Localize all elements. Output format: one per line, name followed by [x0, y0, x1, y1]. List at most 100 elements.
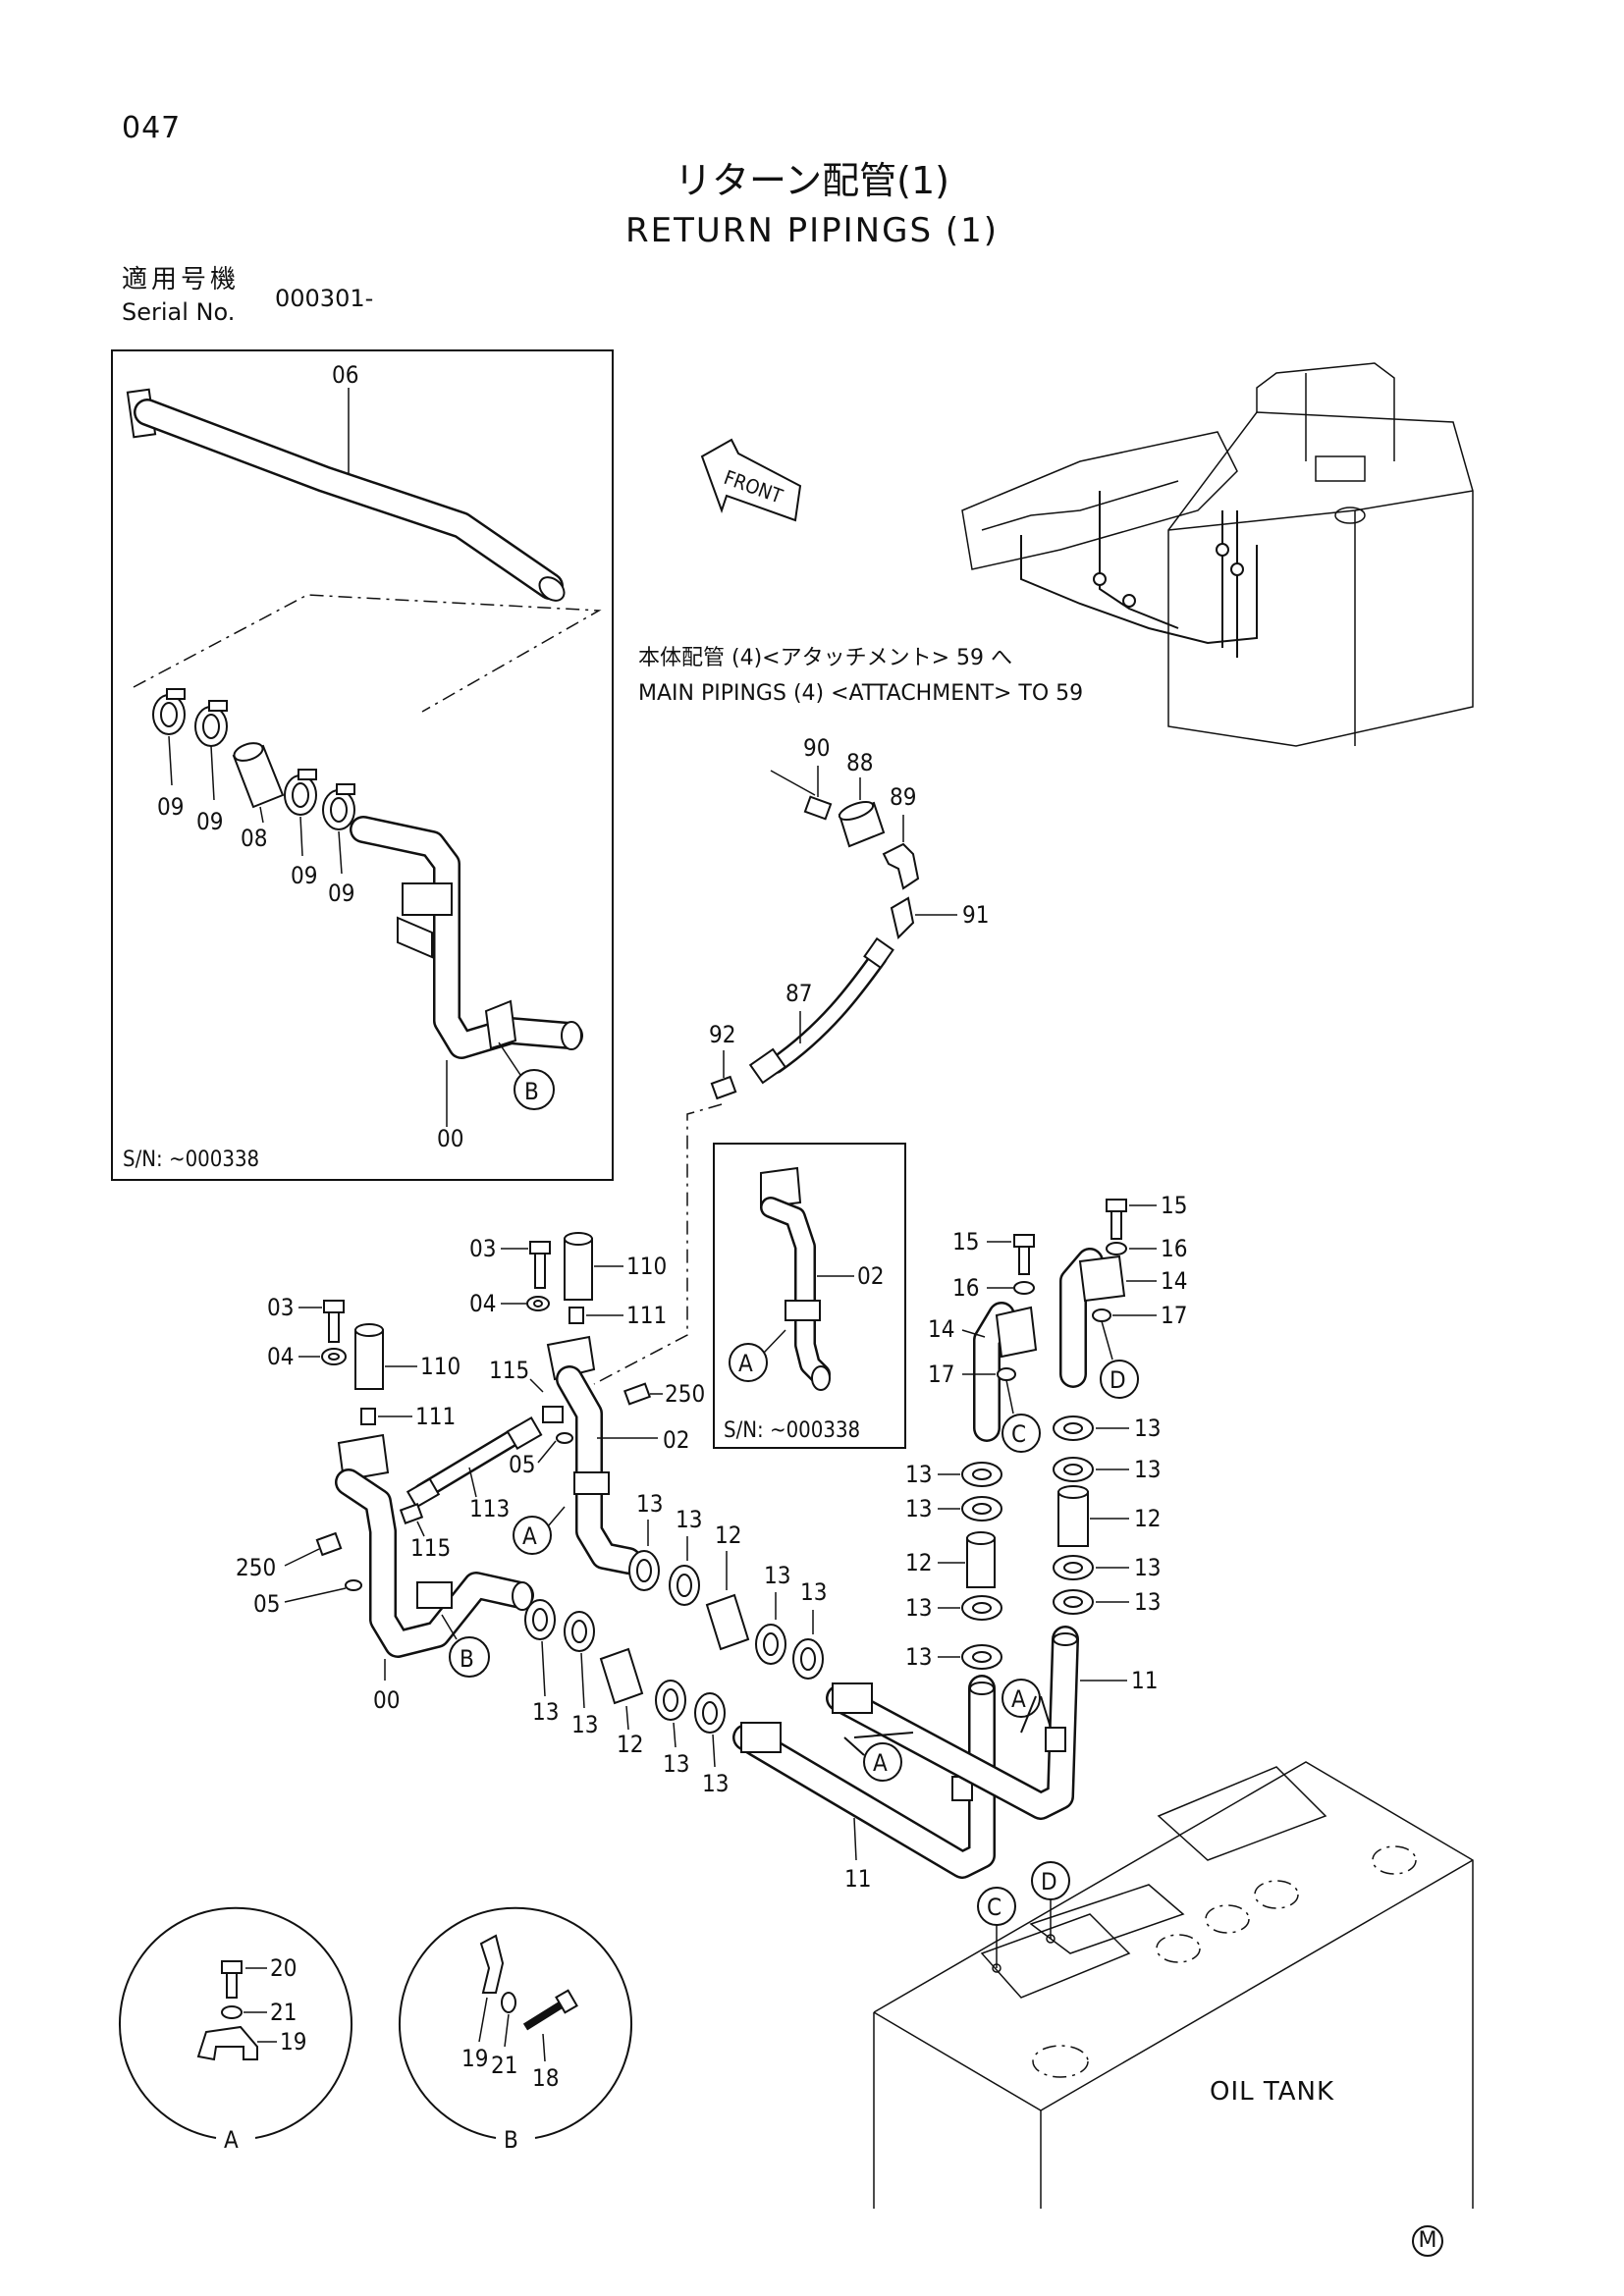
washer-04-upper — [526, 1296, 550, 1311]
part-label-250-lower: 250 — [236, 1554, 276, 1581]
plug-92 — [710, 1075, 737, 1100]
bolt-20 — [221, 1960, 243, 1974]
pipe-02 — [546, 1335, 642, 1575]
part-label-88: 88 — [846, 749, 873, 776]
part-label-18: 18 — [532, 2064, 559, 2092]
ref-circle-a-bottom — [863, 1742, 902, 1782]
clamp-19-b — [479, 1934, 505, 1994]
part-label-12-c2: 12 — [617, 1731, 643, 1758]
part-label-05-upper: 05 — [509, 1451, 535, 1478]
part-label-11-front: 11 — [844, 1865, 871, 1893]
ref-circle-b-inset — [514, 1069, 555, 1110]
part-label-09-a: 09 — [157, 793, 184, 821]
o-ring-17-c — [997, 1367, 1016, 1381]
part-label-13-c7: 13 — [663, 1750, 689, 1778]
ref-letter-b-inset: B — [524, 1078, 539, 1105]
part-label-13-c8: 13 — [702, 1770, 729, 1797]
front-label: FRONT — [721, 465, 786, 508]
page-number: 047 — [122, 111, 182, 145]
hose-87 — [748, 936, 894, 1085]
part-label-21-a: 21 — [270, 1999, 297, 2026]
part-label-14-c: 14 — [928, 1315, 954, 1343]
part-label-16-c: 16 — [952, 1274, 979, 1302]
ref-letter-c-top: C — [1011, 1420, 1026, 1448]
part-label-13-c6: 13 — [571, 1711, 598, 1738]
part-label-17-c: 17 — [928, 1361, 954, 1388]
part-label-13-c4: 13 — [800, 1578, 827, 1606]
hose-clamps-13-right — [961, 1415, 1094, 1670]
ref-letter-d-tank: D — [1041, 1868, 1057, 1896]
ref-circle-b-center — [449, 1636, 490, 1678]
part-label-11-rear: 11 — [1131, 1667, 1158, 1694]
plug-250-lower — [315, 1531, 343, 1557]
sleeve-88 — [838, 800, 886, 848]
part-label-115-lower: 115 — [410, 1534, 451, 1562]
part-label-00-inset: 00 — [437, 1125, 463, 1152]
ref-circle-a-inset — [729, 1343, 768, 1382]
ref-letter-c-tank: C — [987, 1894, 1001, 1921]
part-label-02-inset: 02 — [857, 1262, 884, 1290]
part-label-110-lower: 110 — [420, 1353, 460, 1380]
machine-overview-sketch — [961, 362, 1474, 747]
part-label-111-lower: 111 — [415, 1403, 456, 1430]
part-label-13-r7: 13 — [1134, 1554, 1161, 1581]
part-label-13-r2: 13 — [905, 1495, 932, 1522]
bolt-15-c — [1013, 1234, 1035, 1275]
part-label-13-r5: 13 — [1134, 1415, 1161, 1442]
ref-letter-d-top: D — [1110, 1366, 1126, 1394]
ref-circle-d-top — [1100, 1360, 1139, 1399]
part-label-13-c1: 13 — [636, 1490, 663, 1518]
part-label-04-lower: 04 — [267, 1343, 294, 1370]
part-label-92: 92 — [709, 1021, 735, 1048]
ref-letter-a-inset: A — [738, 1350, 753, 1377]
washer-16-d — [1106, 1242, 1127, 1255]
fitting-115-lower — [399, 1503, 424, 1524]
part-label-13-r6: 13 — [1134, 1456, 1161, 1483]
part-label-13-r1: 13 — [905, 1461, 932, 1488]
pipe-11-rear — [826, 1626, 1079, 1820]
part-label-03-upper: 03 — [469, 1235, 496, 1262]
fitting-91 — [890, 896, 915, 939]
part-label-09-c: 09 — [291, 862, 317, 889]
fitting-115-upper — [542, 1406, 564, 1423]
part-label-16-d: 16 — [1161, 1235, 1187, 1262]
part-label-05-lower: 05 — [253, 1590, 280, 1618]
front-direction-arrow: FRONT — [700, 438, 802, 522]
fitting-90 — [803, 795, 833, 821]
part-label-12-r1: 12 — [905, 1549, 932, 1576]
assembly-outline-dashed — [133, 594, 602, 713]
serial-label-english: Serial No. — [122, 298, 236, 326]
plug-250-upper — [623, 1382, 652, 1406]
detail-a: A — [119, 1906, 352, 2154]
inset-middle-frame — [713, 1143, 906, 1449]
bolt-15-d — [1106, 1199, 1127, 1240]
pipe-00-inset — [350, 816, 583, 1059]
bolt-03-lower — [323, 1300, 345, 1343]
washer-21-b — [501, 1992, 516, 2013]
bolt-03-upper — [529, 1241, 551, 1289]
inset-top-serial-note: S/N: ~000338 — [123, 1148, 259, 1172]
part-label-15-d: 15 — [1161, 1192, 1187, 1219]
o-ring-05-lower — [345, 1579, 362, 1591]
ref-circle-a-center — [513, 1516, 552, 1555]
main-pipings-note-english: MAIN PIPINGS (4) <ATTACHMENT> TO 59 — [638, 681, 1084, 706]
fitting-111-lower — [360, 1408, 376, 1425]
washer-04-lower — [321, 1348, 347, 1365]
part-label-06: 06 — [332, 361, 358, 389]
pipe-06 — [126, 388, 566, 602]
part-label-13-r4: 13 — [905, 1643, 932, 1671]
hose-113 — [406, 1415, 543, 1509]
part-label-13-r8: 13 — [1134, 1588, 1161, 1616]
inset-middle-serial-note: S/N: ~000338 — [724, 1418, 860, 1443]
part-label-00-main: 00 — [373, 1686, 400, 1714]
part-label-111-upper: 111 — [626, 1302, 667, 1329]
part-label-17-d: 17 — [1161, 1302, 1187, 1329]
hose-sleeves-12-right — [966, 1485, 1089, 1588]
part-label-03-lower: 03 — [267, 1294, 294, 1321]
serial-label-japanese: 適用号機 — [122, 265, 241, 294]
part-label-12-c1: 12 — [715, 1522, 741, 1549]
part-label-02: 02 — [663, 1426, 689, 1454]
pipe-14-d — [1059, 1248, 1126, 1388]
main-pipings-note-japanese: 本体配管 (4)<アタッチメント> 59 へ — [638, 646, 1013, 670]
filter-110-lower — [354, 1323, 384, 1390]
